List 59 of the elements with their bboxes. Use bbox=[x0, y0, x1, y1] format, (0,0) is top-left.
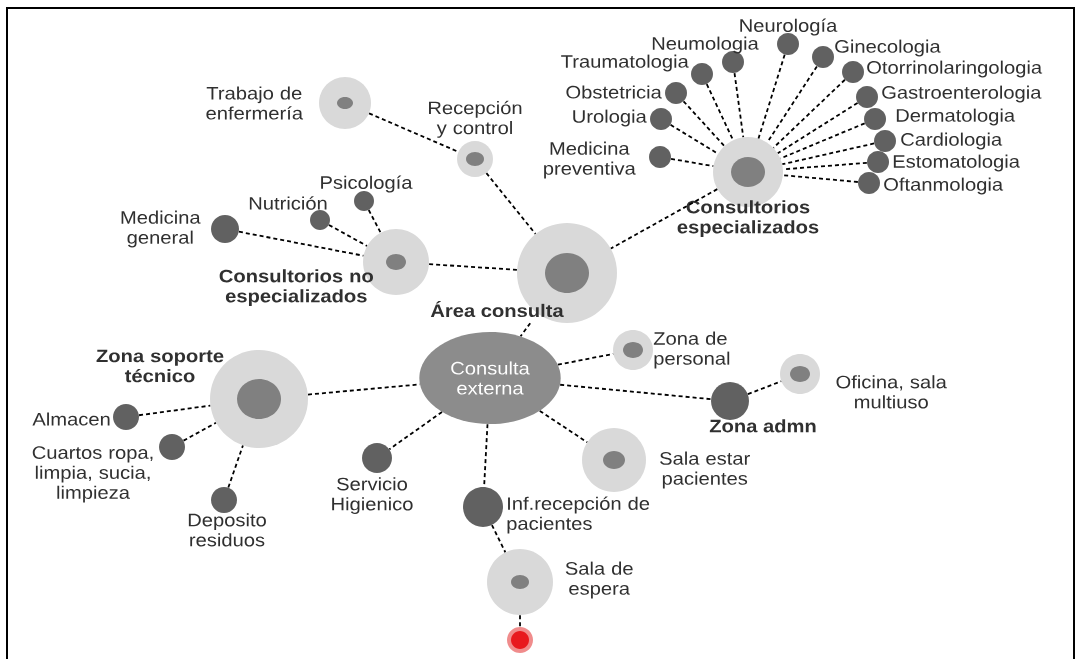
connector-line bbox=[733, 72, 745, 139]
connector-line bbox=[772, 78, 846, 149]
node-label: Oftanmologia bbox=[884, 177, 1004, 195]
node-label: Psicología bbox=[321, 175, 413, 193]
connector-line bbox=[670, 158, 715, 167]
connector-line bbox=[485, 172, 537, 235]
node-label: Zona de personal bbox=[653, 331, 730, 369]
connector-line bbox=[367, 209, 382, 234]
node-label: Recepción y control bbox=[429, 100, 522, 138]
connector-line bbox=[609, 188, 719, 250]
node-label: Dermatologia bbox=[896, 108, 1016, 126]
node-label: Sala de espera bbox=[565, 561, 633, 599]
connector-line bbox=[388, 411, 443, 451]
connector-line bbox=[705, 83, 734, 142]
node-label: Otorrinolaringologia bbox=[867, 60, 1043, 78]
connector-line bbox=[428, 263, 518, 271]
node-label: Neurología bbox=[740, 18, 838, 36]
connector-line bbox=[782, 174, 859, 183]
connector-line bbox=[757, 53, 786, 140]
node-label: Servicio Higienico bbox=[332, 477, 413, 514]
connector-line bbox=[138, 404, 212, 417]
node-label: Almacen bbox=[32, 412, 110, 426]
connector-line bbox=[307, 383, 421, 396]
connector-line bbox=[559, 383, 712, 401]
node-label: Neumologia bbox=[652, 36, 759, 54]
connector-line bbox=[368, 112, 460, 153]
node-label: Estomatologia bbox=[893, 154, 1020, 172]
node-label: Urologia bbox=[573, 109, 647, 127]
node-label: Consultorios no especializados bbox=[219, 269, 373, 306]
node-label: especializados bbox=[677, 220, 819, 237]
connector-line bbox=[227, 444, 244, 489]
connector-line bbox=[519, 322, 532, 338]
connector-line bbox=[682, 100, 726, 147]
node-label: Nutrición bbox=[249, 196, 327, 210]
node-label: Zona soporte técnico bbox=[96, 349, 224, 383]
node-label: Gastroenterologia bbox=[882, 85, 1042, 103]
node-label: Sala estar pacientes bbox=[660, 451, 750, 489]
node-label: Deposito residuos bbox=[188, 513, 266, 547]
node-label: Oficina, sala multiuso bbox=[836, 375, 947, 409]
node-label: Trabajo de enfermería bbox=[206, 86, 304, 120]
node-label: Medicina preventiva bbox=[544, 141, 636, 179]
node-label: Ginecologia bbox=[835, 39, 941, 57]
connector-line bbox=[781, 142, 875, 166]
node-label: Traumatologia bbox=[561, 54, 689, 72]
connector-line bbox=[538, 410, 589, 444]
connector-line bbox=[766, 65, 818, 144]
connector-line bbox=[669, 123, 719, 155]
node-label: Obstetricia bbox=[566, 85, 662, 99]
connector-line bbox=[776, 102, 859, 155]
connector-line bbox=[182, 421, 217, 442]
node-label: Medicina general bbox=[121, 210, 201, 248]
connector-line bbox=[328, 224, 368, 247]
node-label: Inf.recepción de pacientes bbox=[507, 496, 650, 534]
node-label: Cuartos ropa, limpia, sucia, limpieza bbox=[32, 446, 153, 503]
connector-line bbox=[519, 614, 521, 628]
connector-line bbox=[491, 524, 507, 554]
node-label: Cardiologia bbox=[901, 132, 1003, 150]
end-dot bbox=[507, 627, 533, 653]
node-label: Zona admn bbox=[709, 419, 816, 433]
